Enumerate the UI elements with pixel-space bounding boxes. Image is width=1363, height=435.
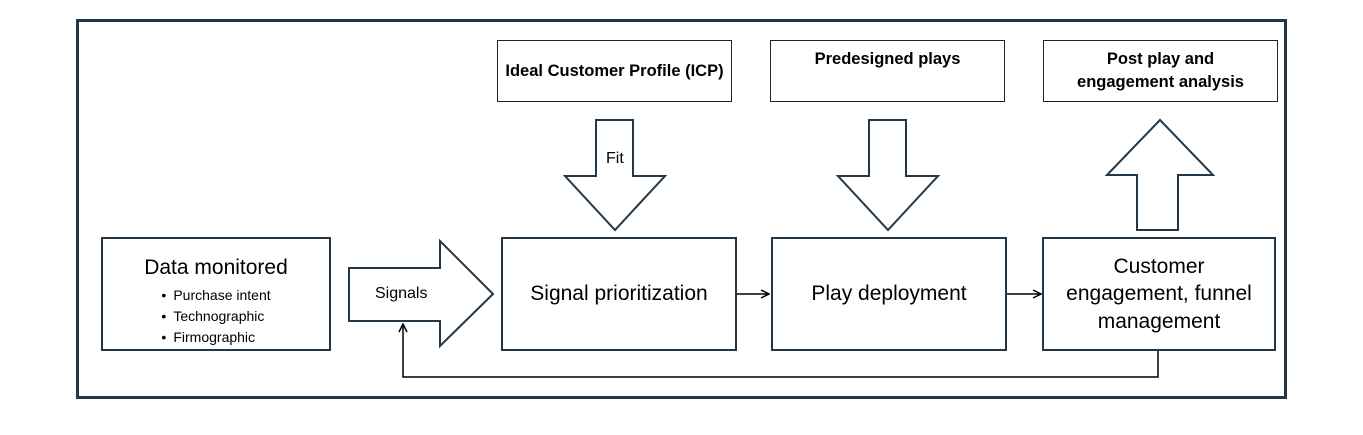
signals-right-arrow bbox=[348, 238, 495, 349]
predesigned-plays-label: Predesigned plays bbox=[814, 50, 961, 68]
feedback-loop-connector bbox=[403, 324, 1159, 378]
customer-engagement-label: Customer engagement, funnel management bbox=[1066, 255, 1252, 333]
data-monitored-list: Purchase intent Technographic Firmograph… bbox=[161, 285, 270, 347]
play-deployment-label: Play deployment bbox=[811, 282, 967, 306]
data-monitored-box: Data monitored Purchase intent Technogra… bbox=[101, 237, 331, 351]
data-monitored-title: Data monitored bbox=[144, 256, 288, 279]
play-deployment-box: Play deployment bbox=[771, 237, 1007, 351]
analysis-up-arrow bbox=[1104, 118, 1216, 231]
predesigned-plays-box: Predesigned plays bbox=[770, 40, 1005, 102]
post-play-analysis-label: Post play and engagement analysis bbox=[1077, 50, 1244, 91]
data-item-firmographic: Firmographic bbox=[161, 327, 270, 348]
signal-prioritization-label: Signal prioritization bbox=[530, 282, 708, 306]
signals-label: Signals bbox=[375, 285, 428, 302]
signal-prioritization-box: Signal prioritization bbox=[501, 237, 737, 351]
plays-down-arrow bbox=[835, 119, 941, 232]
fit-label: Fit bbox=[606, 150, 624, 167]
fit-down-arrow bbox=[562, 119, 668, 232]
data-item-purchase-intent: Purchase intent bbox=[161, 285, 270, 306]
icp-label: Ideal Customer Profile (ICP) bbox=[505, 61, 724, 80]
post-play-analysis-box: Post play and engagement analysis bbox=[1043, 40, 1278, 102]
data-item-technographic: Technographic bbox=[161, 306, 270, 327]
diagram-frame bbox=[76, 19, 1287, 399]
icp-box: Ideal Customer Profile (ICP) bbox=[497, 40, 732, 102]
customer-engagement-box: Customer engagement, funnel management bbox=[1042, 237, 1276, 351]
